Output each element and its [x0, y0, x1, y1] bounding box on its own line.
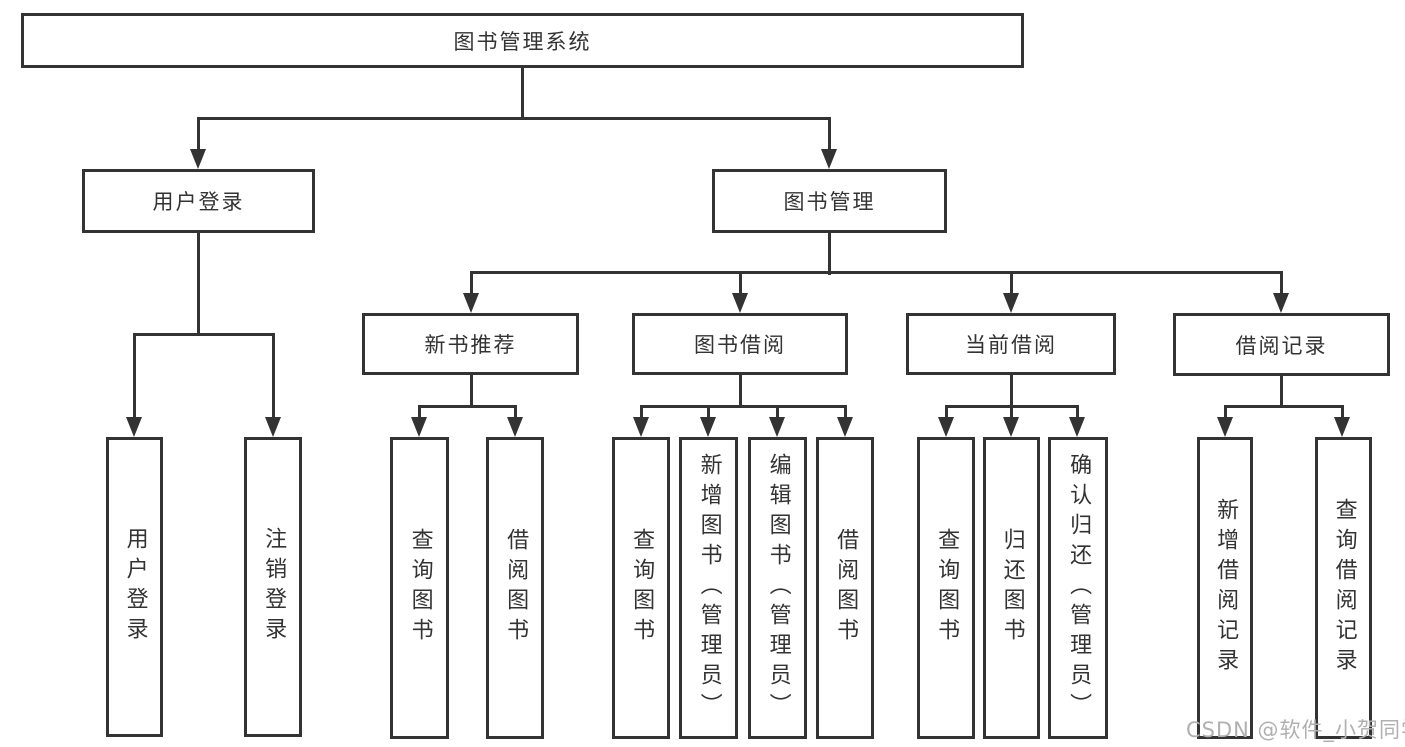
connector-line [1076, 405, 1079, 420]
node-label: 图书管理系统 [453, 29, 592, 54]
node-label: 查询图书 [629, 528, 655, 648]
connector-line [1280, 376, 1283, 408]
node-current-borrowing: 当前借阅 [906, 313, 1116, 375]
arrowhead-down-icon [633, 417, 649, 437]
connector-line [197, 117, 831, 120]
arrowhead-down-icon [1273, 293, 1289, 313]
arrowhead-down-icon [1003, 293, 1019, 313]
connector-line [1341, 405, 1344, 420]
arrowhead-down-icon [700, 417, 716, 437]
connector-line [776, 405, 779, 420]
connector-line [133, 333, 275, 336]
arrowhead-down-icon [732, 293, 748, 313]
connector-line [470, 375, 473, 408]
arrowhead-down-icon [837, 417, 853, 437]
csdn-watermark: CSDN @软件_小贺同学 [1186, 718, 1405, 742]
connector-line [640, 405, 847, 408]
arrowhead-down-icon [265, 417, 281, 437]
leaf-user-login: 用户登录 [106, 437, 163, 737]
arrowhead-down-icon [1003, 417, 1019, 437]
arrowhead-down-icon [1217, 417, 1233, 437]
leaf-current-query-books: 查询图书 [917, 437, 975, 739]
connector-line [828, 117, 831, 151]
leaf-records-add-record: 新增借阅记录 [1197, 437, 1253, 739]
node-label: 借阅记录 [1235, 333, 1328, 358]
leaf-current-return-books: 归还图书 [983, 437, 1040, 739]
arrowhead-down-icon [507, 417, 523, 437]
node-label: 查询借阅记录 [1331, 498, 1357, 678]
node-book-borrowing: 图书借阅 [632, 313, 848, 375]
connector-line [640, 405, 643, 420]
node-label: 用户登录 [152, 190, 245, 214]
node-book-management: 图书管理 [712, 169, 947, 233]
connector-line [470, 271, 1283, 274]
connector-line [418, 405, 516, 408]
leaf-recommend-borrow-books: 借阅图书 [486, 437, 544, 739]
arrowhead-down-icon [821, 149, 837, 169]
connector-line [1010, 271, 1013, 296]
arrowhead-down-icon [411, 417, 427, 437]
node-label: 借阅图书 [833, 528, 859, 648]
connector-line [945, 405, 948, 420]
connector-line [514, 405, 517, 420]
leaf-borrowing-query-books: 查询图书 [612, 437, 670, 739]
connector-line [470, 271, 473, 296]
node-label: 图书管理 [783, 190, 876, 214]
node-label: 图书借阅 [694, 333, 786, 357]
connector-line [1010, 405, 1013, 420]
node-label: 归还图书 [999, 528, 1025, 648]
leaf-current-confirm-return: 确认归还（管理员） [1048, 437, 1108, 739]
arrowhead-down-icon [1069, 417, 1085, 437]
leaf-recommend-query-books: 查询图书 [390, 437, 449, 739]
connector-line [272, 333, 275, 419]
node-label: 用户登录 [122, 527, 148, 647]
node-new-book-recommend: 新书推荐 [362, 313, 579, 375]
connector-line [739, 375, 742, 407]
connector-line [707, 405, 710, 420]
connector-line [828, 233, 831, 275]
connector-line [197, 233, 200, 335]
node-label: 确认归还（管理员） [1066, 453, 1092, 723]
node-label: 新书推荐 [424, 333, 517, 357]
arrowhead-down-icon [938, 417, 954, 437]
node-user-login: 用户登录 [82, 169, 315, 233]
connector-line [1224, 405, 1344, 408]
arrowhead-down-icon [190, 149, 206, 169]
node-label: 新增借阅记录 [1213, 498, 1239, 678]
connector-line [133, 333, 136, 419]
arrowhead-down-icon [126, 417, 142, 437]
leaf-borrowing-borrow-books: 借阅图书 [816, 437, 874, 739]
leaf-logout-login: 注销登录 [244, 437, 302, 737]
arrowhead-down-icon [769, 417, 785, 437]
node-library-management-system: 图书管理系统 [21, 13, 1024, 68]
node-label: 当前借阅 [965, 333, 1057, 357]
connector-line [521, 68, 524, 118]
node-label: 借阅图书 [503, 528, 529, 648]
connector-line [1010, 375, 1013, 408]
node-label: 新增图书（管理员） [696, 453, 722, 723]
leaf-records-query-record: 查询借阅记录 [1315, 437, 1372, 739]
node-label: 编辑图书（管理员） [765, 453, 791, 723]
leaf-borrowing-add-books: 新增图书（管理员） [679, 437, 738, 739]
connector-line [1224, 405, 1227, 420]
connector-line [739, 271, 742, 296]
leaf-borrowing-edit-books: 编辑图书（管理员） [748, 437, 807, 739]
node-label: 查询图书 [407, 528, 433, 648]
connector-line [197, 117, 200, 151]
connector-line [418, 405, 421, 420]
node-label: 注销登录 [261, 527, 287, 647]
connector-line [844, 405, 847, 420]
arrowhead-down-icon [1334, 417, 1350, 437]
connector-line [1280, 271, 1283, 296]
node-borrowing-records: 借阅记录 [1173, 313, 1390, 376]
node-label: 查询图书 [934, 528, 960, 648]
arrowhead-down-icon [463, 293, 479, 313]
